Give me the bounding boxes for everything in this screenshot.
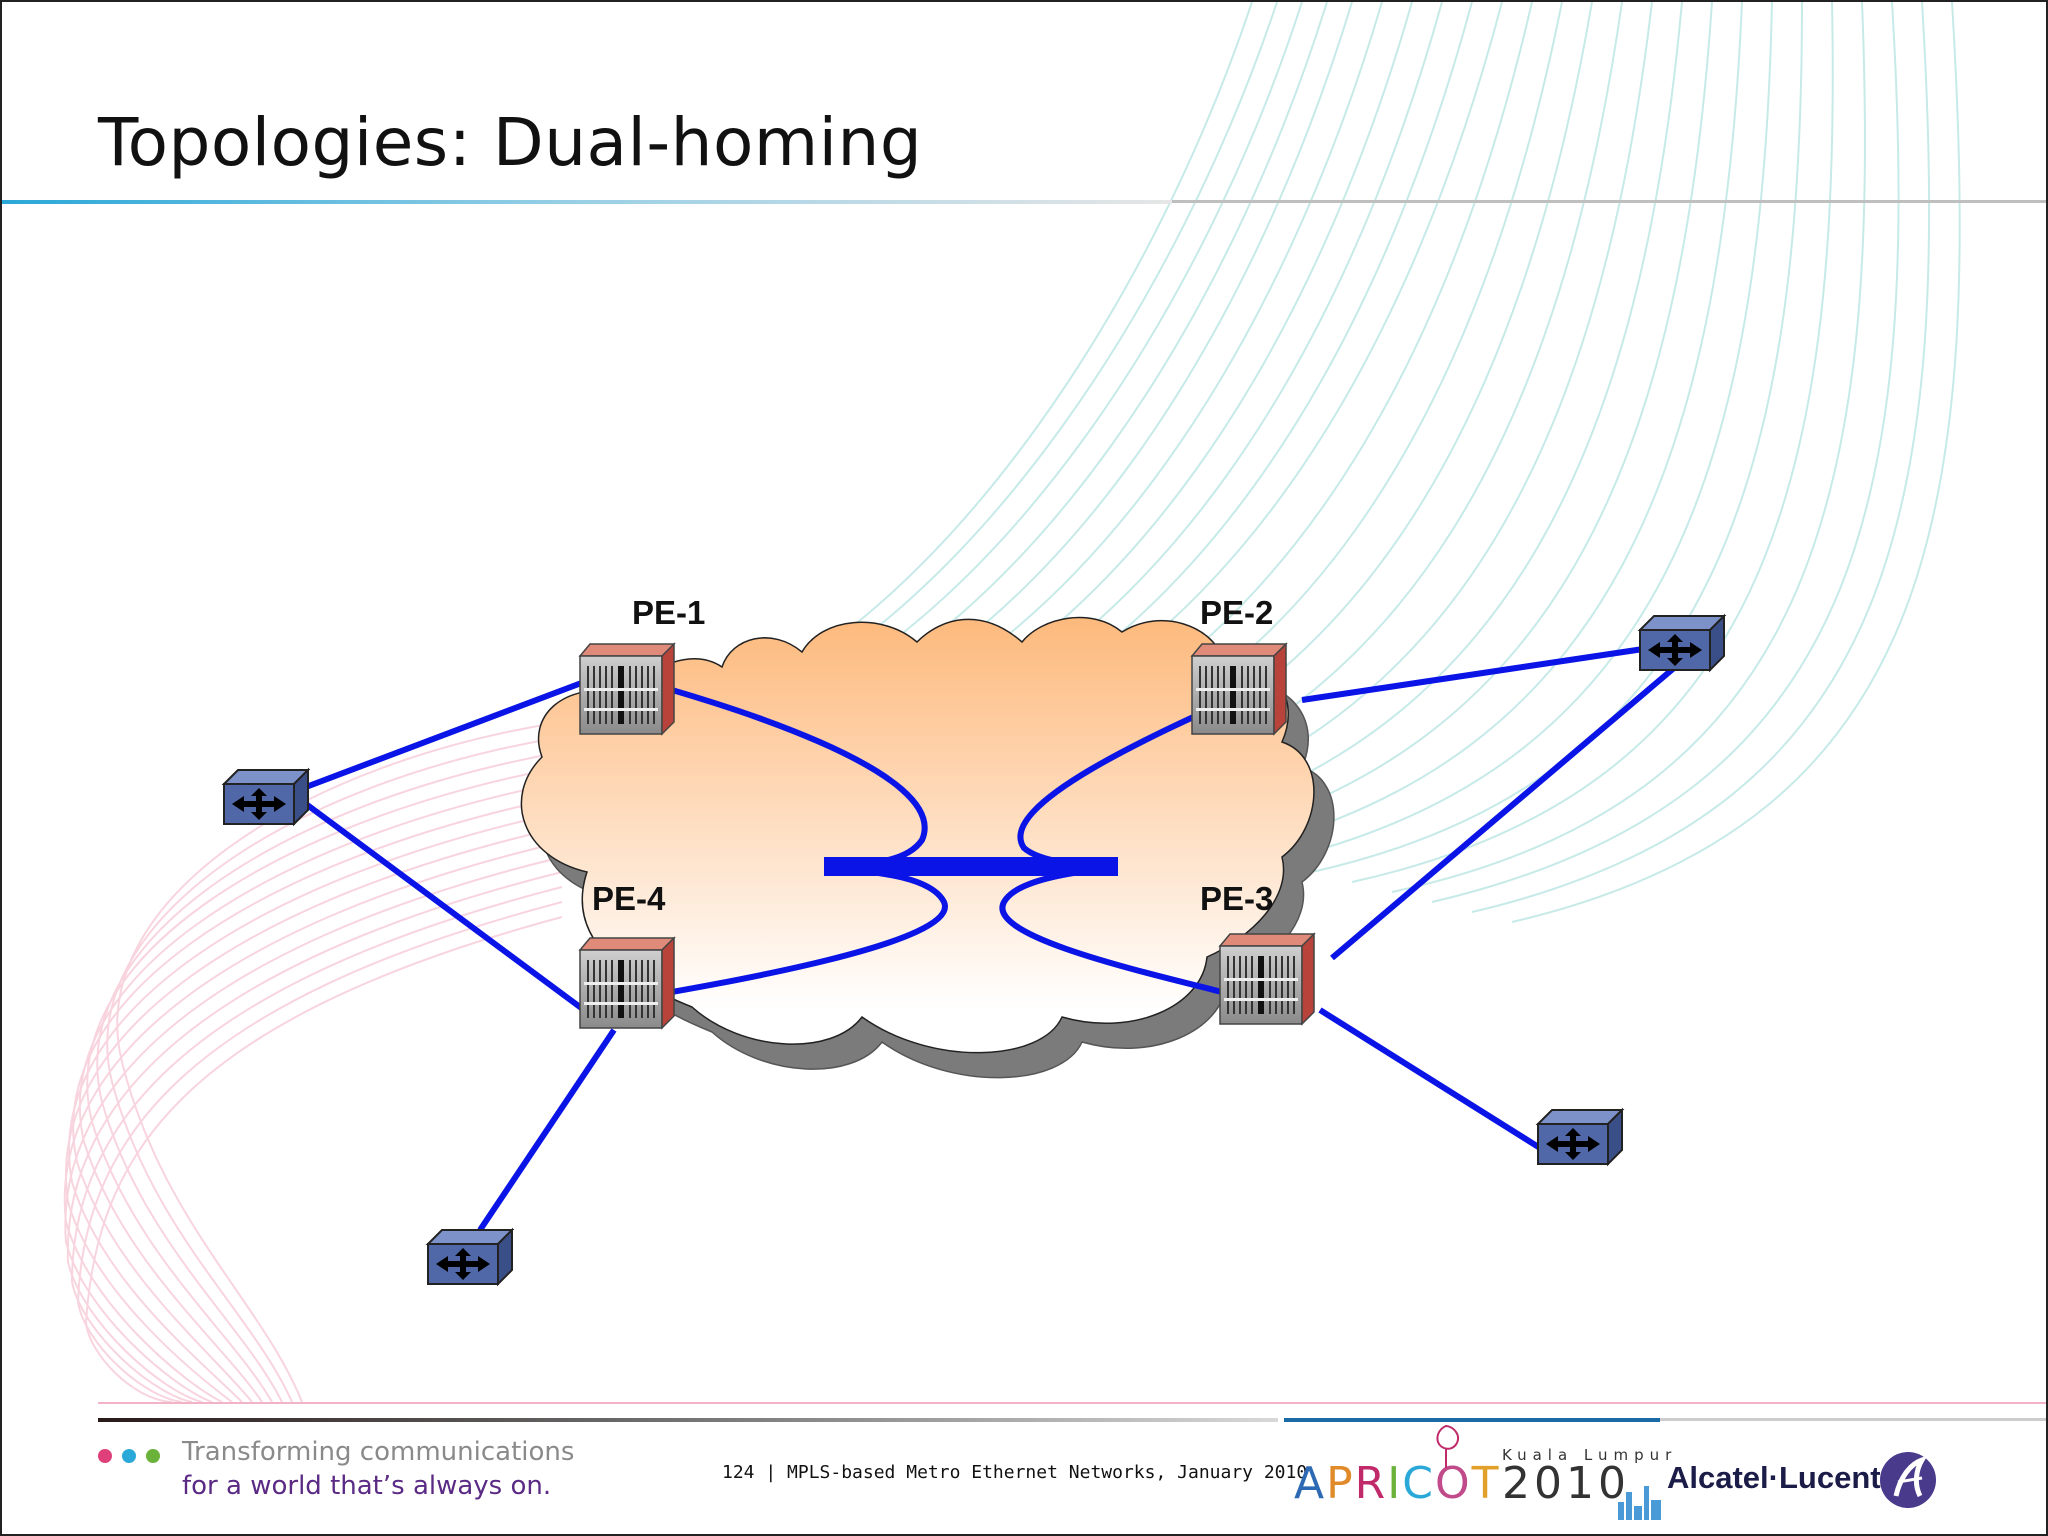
slide-title: Topologies: Dual-homing <box>98 104 923 181</box>
green-dot <box>146 1449 160 1463</box>
alcatel-lucent-emblem-icon <box>1880 1452 1936 1508</box>
apricot-skyline-icon <box>1618 1486 1661 1520</box>
pe2-router-icon[interactable] <box>1191 643 1287 735</box>
pw-pe4 <box>613 865 948 1005</box>
alcatel-lucent-wordmark: Alcatel·Lucent <box>1667 1460 1881 1495</box>
link-ce-left-pe4 <box>304 801 586 1013</box>
footer-tagline: Transforming communications for a world … <box>98 1437 618 1507</box>
footer-divider <box>98 1402 2046 1422</box>
title-underline <box>2 200 2046 204</box>
pe2-label: PE-2 <box>1200 594 1273 631</box>
link-pe2-ce-right-top <box>1301 645 1651 703</box>
pe3-router-icon[interactable] <box>1219 933 1315 1025</box>
apricot-year: 2010 <box>1502 1458 1630 1509</box>
pink-dot <box>98 1449 112 1463</box>
ce-bottom-left-switch-icon[interactable] <box>427 1229 513 1285</box>
apricot-flower-icon <box>1436 1424 1460 1468</box>
links <box>304 645 1676 1232</box>
alcatel-lucent-logo: Alcatel·Lucent <box>1662 1448 1942 1512</box>
pw-pe1 <box>613 671 928 869</box>
pink-wave <box>63 721 563 1403</box>
ce-right-top-switch-icon[interactable] <box>1639 615 1725 671</box>
tagline-line2: for a world that’s always on. <box>182 1471 552 1501</box>
blue-dot <box>122 1449 136 1463</box>
slide-footer-info: 124 | MPLS-based Metro Ethernet Networks… <box>722 1462 1308 1483</box>
pw-pe3 <box>999 865 1293 1013</box>
pe1-label: PE-1 <box>632 594 705 631</box>
apricot-word: APRICOT <box>1294 1458 1501 1509</box>
pe4-router-icon[interactable] <box>579 937 675 1029</box>
tagline-line1: Transforming communications <box>182 1437 575 1467</box>
ce-left-switch-icon[interactable] <box>223 769 309 825</box>
core-bus <box>824 857 1118 876</box>
link-ce-bottom-left-pe4 <box>477 1028 617 1232</box>
link-ce-left-pe1 <box>304 679 586 790</box>
ce-right-bottom-switch-icon[interactable] <box>1537 1109 1623 1165</box>
apricot-logo: Kuala Lumpur APRICOT 2010 <box>1284 1420 1671 1520</box>
link-pe3-ce-right-top <box>1330 665 1676 961</box>
pe3-label: PE-3 <box>1200 880 1273 917</box>
link-pe3-ce-right-bottom <box>1318 1007 1542 1151</box>
apricot-city: Kuala Lumpur <box>1502 1446 1678 1464</box>
pe4-label: PE-4 <box>592 880 666 917</box>
pe1-router-icon[interactable] <box>579 643 675 735</box>
